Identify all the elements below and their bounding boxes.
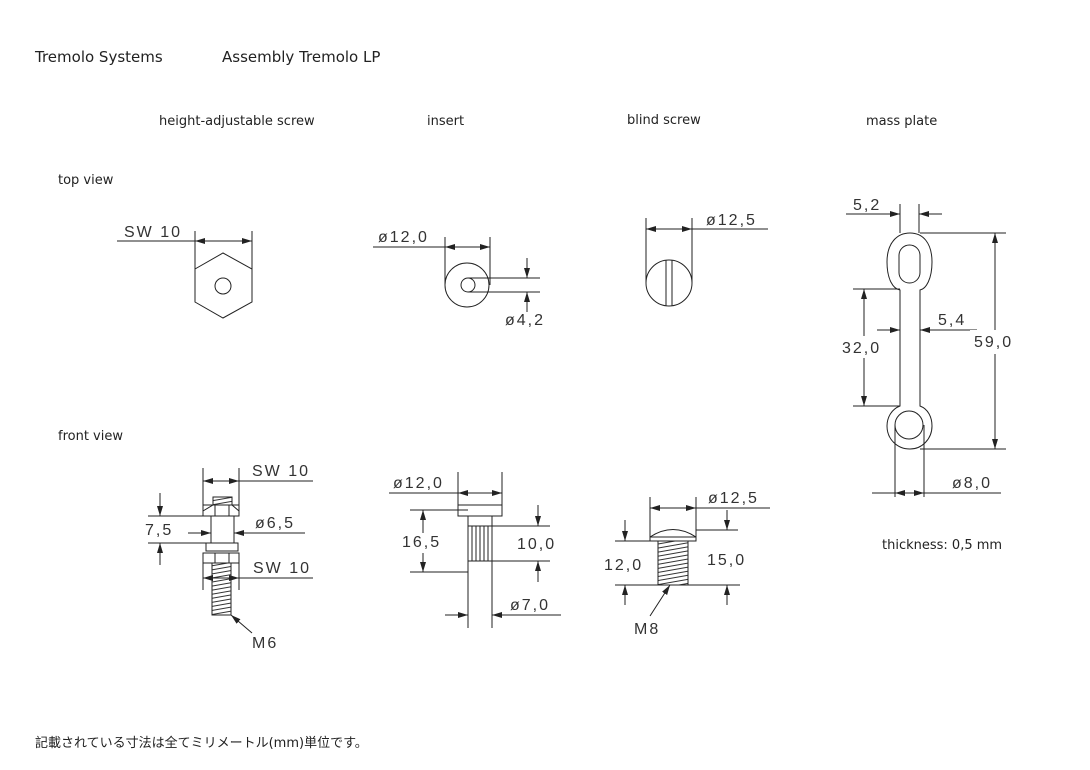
footnote: 記載されている寸法は全てミリメートル(mm)単位です。 [35, 735, 368, 751]
blind-screw-front-view: ø12,5 12,0 15,0 M8 [604, 490, 770, 638]
screw-front-view: SW 10 7,5 ø6,5 SW 10 M6 [145, 463, 313, 652]
mass-plate-drawing: 5,2 32,0 5,4 59,0 ø8,0 thickness: 0,5 mm [840, 197, 1020, 553]
dim-sw-top: SW 10 [124, 224, 182, 241]
dim-width: 5,4 [938, 312, 966, 329]
screw-top-view: SW 10 [117, 224, 253, 319]
dim-slot: 5,2 [853, 197, 881, 214]
dim-blind-thread-len: 12,0 [604, 557, 643, 574]
dim-spacing: 32,0 [842, 340, 881, 357]
insert-top-view: ø12,0 ø4,2 [373, 229, 545, 329]
thickness-note: thickness: 0,5 mm [882, 538, 1002, 553]
dim-length: 59,0 [974, 334, 1013, 351]
dim-hole: ø8,0 [952, 475, 992, 492]
dim-sw-front-bottom: SW 10 [253, 560, 311, 577]
column-screw: height-adjustable screw [159, 114, 315, 129]
dim-blind-top: ø12,5 [706, 212, 757, 229]
insert-front-view: ø12,0 16,5 10,0 ø7,0 [389, 472, 561, 628]
column-insert: insert [427, 114, 464, 129]
dim-insert-length: 16,5 [402, 534, 441, 551]
dim-insert-outer: ø12,0 [378, 229, 429, 246]
dim-insert-knurl: 10,0 [517, 536, 556, 553]
dim-screw-dia: ø6,5 [255, 515, 295, 532]
title-right: Assembly Tremolo LP [222, 48, 380, 66]
dim-screw-height: 7,5 [145, 522, 173, 539]
row-top-view: top view [58, 173, 114, 188]
blind-screw-top-view: ø12,5 [645, 212, 768, 307]
dim-sw-front-top: SW 10 [252, 463, 310, 480]
column-blind-screw: blind screw [627, 113, 701, 128]
dim-insert-flange: ø12,0 [393, 475, 444, 492]
dim-insert-inner: ø4,2 [505, 312, 545, 329]
title-left: Tremolo Systems [34, 48, 163, 66]
row-front-view: front view [58, 429, 123, 444]
dim-insert-shank: ø7,0 [510, 597, 550, 614]
label-m6: M6 [252, 635, 278, 652]
dim-blind-head: ø12,5 [708, 490, 759, 507]
column-mass-plate: mass plate [866, 114, 937, 129]
dim-blind-total: 15,0 [707, 552, 746, 569]
label-m8: M8 [634, 621, 660, 638]
